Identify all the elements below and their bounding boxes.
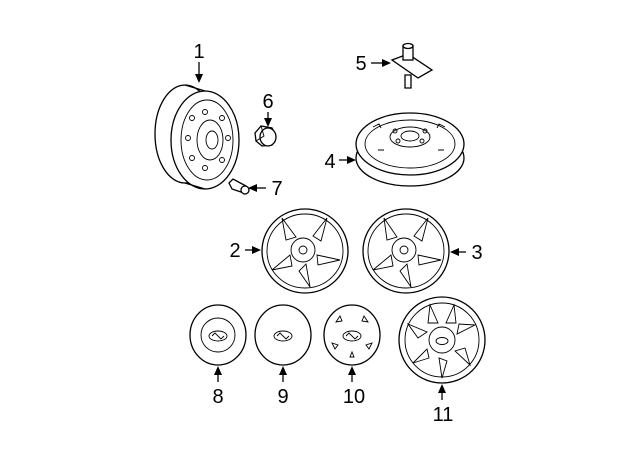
callout-2: 2 <box>229 240 240 262</box>
wheel-cover-part <box>398 296 486 384</box>
valve-stem-part <box>228 178 250 195</box>
hub-cap-part <box>323 304 381 366</box>
callout-7: 7 <box>271 178 282 200</box>
callout-5: 5 <box>355 53 366 75</box>
spare-wheel-part <box>355 112 465 187</box>
center-cap-part <box>189 304 247 366</box>
jack-bracket-part <box>390 42 434 89</box>
callout-8: 8 <box>212 386 223 408</box>
callout-4: 4 <box>324 151 335 173</box>
steel-wheel-part <box>154 84 240 190</box>
alloy-wheel-alt-part <box>362 208 450 294</box>
callout-1: 1 <box>193 41 204 63</box>
center-cap-alt-part <box>254 304 312 366</box>
callout-3: 3 <box>471 242 482 264</box>
leader-lines <box>195 59 466 400</box>
alloy-wheel-part <box>261 208 349 294</box>
callout-6: 6 <box>262 91 273 113</box>
callout-9: 9 <box>277 386 288 408</box>
callout-10: 10 <box>343 386 365 408</box>
callout-11: 11 <box>433 404 454 426</box>
lug-nut-part <box>254 125 277 147</box>
